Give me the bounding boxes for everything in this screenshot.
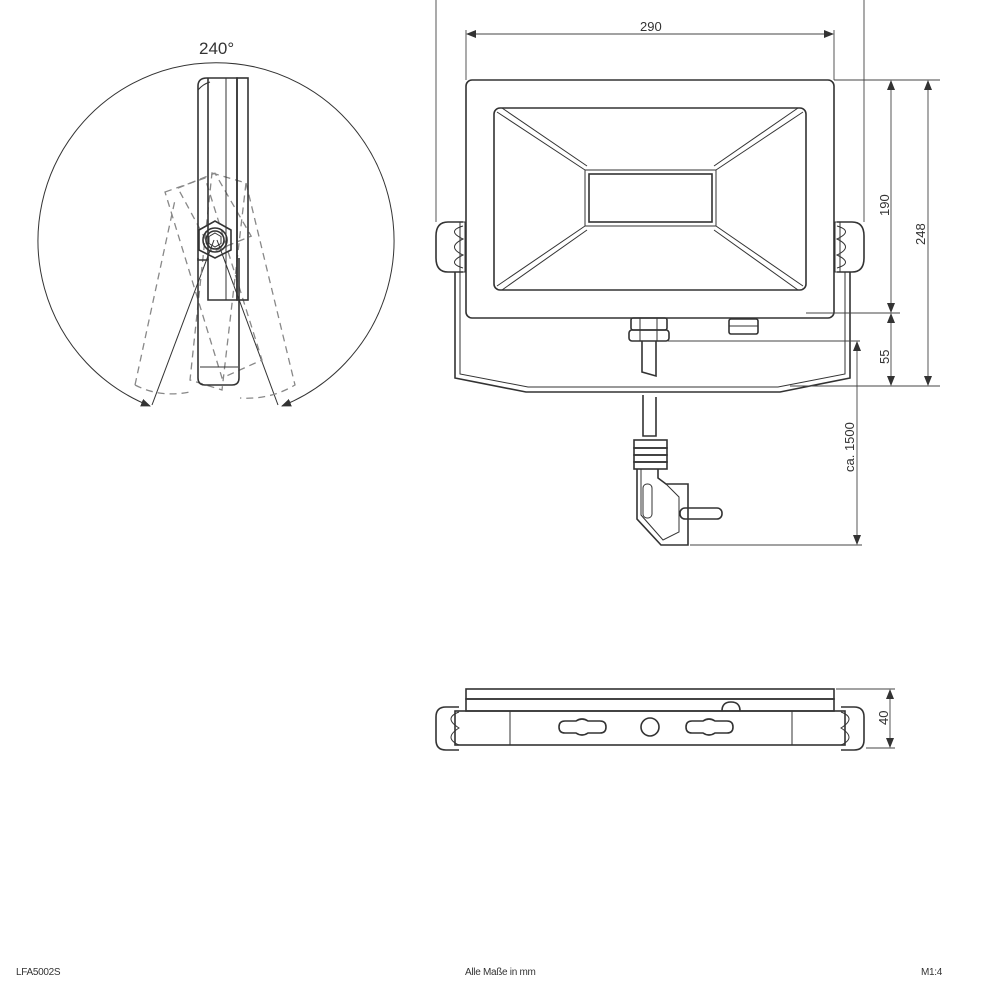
dim-cable-length: ca. 1500 — [842, 341, 861, 545]
bottom-knob-left — [435, 706, 460, 751]
mounting-slot-right — [685, 718, 734, 736]
bottom-knob-right — [840, 706, 865, 751]
bottom-view: 40 — [435, 688, 895, 751]
mounting-bracket — [454, 272, 851, 393]
side-knob-right — [834, 221, 865, 273]
scale-label: M1:4 — [921, 967, 943, 978]
depth-label: 40 — [876, 711, 891, 725]
width-dimension-label: 290 — [640, 19, 662, 34]
body-height-label: 190 — [877, 194, 892, 216]
fixture-side-body — [197, 77, 249, 301]
dim-width: 290 — [465, 19, 835, 80]
side-knob-left — [435, 221, 466, 273]
dim-height-190: 190 — [877, 80, 895, 313]
reflector-outline — [493, 107, 807, 291]
rotation-arc — [37, 62, 395, 407]
dim-height-248: 248 — [913, 80, 932, 386]
reflector-facets — [496, 107, 804, 291]
article-number: LFA5002S — [16, 967, 61, 978]
cable-length-label: ca. 1500 — [842, 422, 857, 472]
rotated-position-right — [189, 172, 296, 399]
bracket-drop-label: 55 — [877, 350, 892, 364]
units-note: Alle Maße in mm — [465, 967, 536, 978]
power-plug — [633, 395, 723, 546]
rotation-angle-label: 240° — [199, 39, 234, 58]
mounting-hole — [640, 717, 660, 737]
switch — [728, 318, 759, 335]
bracket-arm — [197, 258, 240, 386]
pivot-knob — [198, 220, 232, 259]
led-panel — [588, 173, 713, 223]
total-height-label: 248 — [913, 223, 928, 245]
housing-outline — [465, 79, 835, 319]
side-view: 240° — [37, 39, 395, 407]
dim-depth: 40 — [836, 688, 895, 749]
cable-gland — [628, 317, 670, 378]
dim-height-55: 55 — [877, 313, 895, 386]
rotated-position-left — [134, 172, 263, 395]
mounting-slot-left — [558, 718, 607, 736]
front-view: 290 190 55 248 ca. 1500 — [435, 0, 940, 546]
